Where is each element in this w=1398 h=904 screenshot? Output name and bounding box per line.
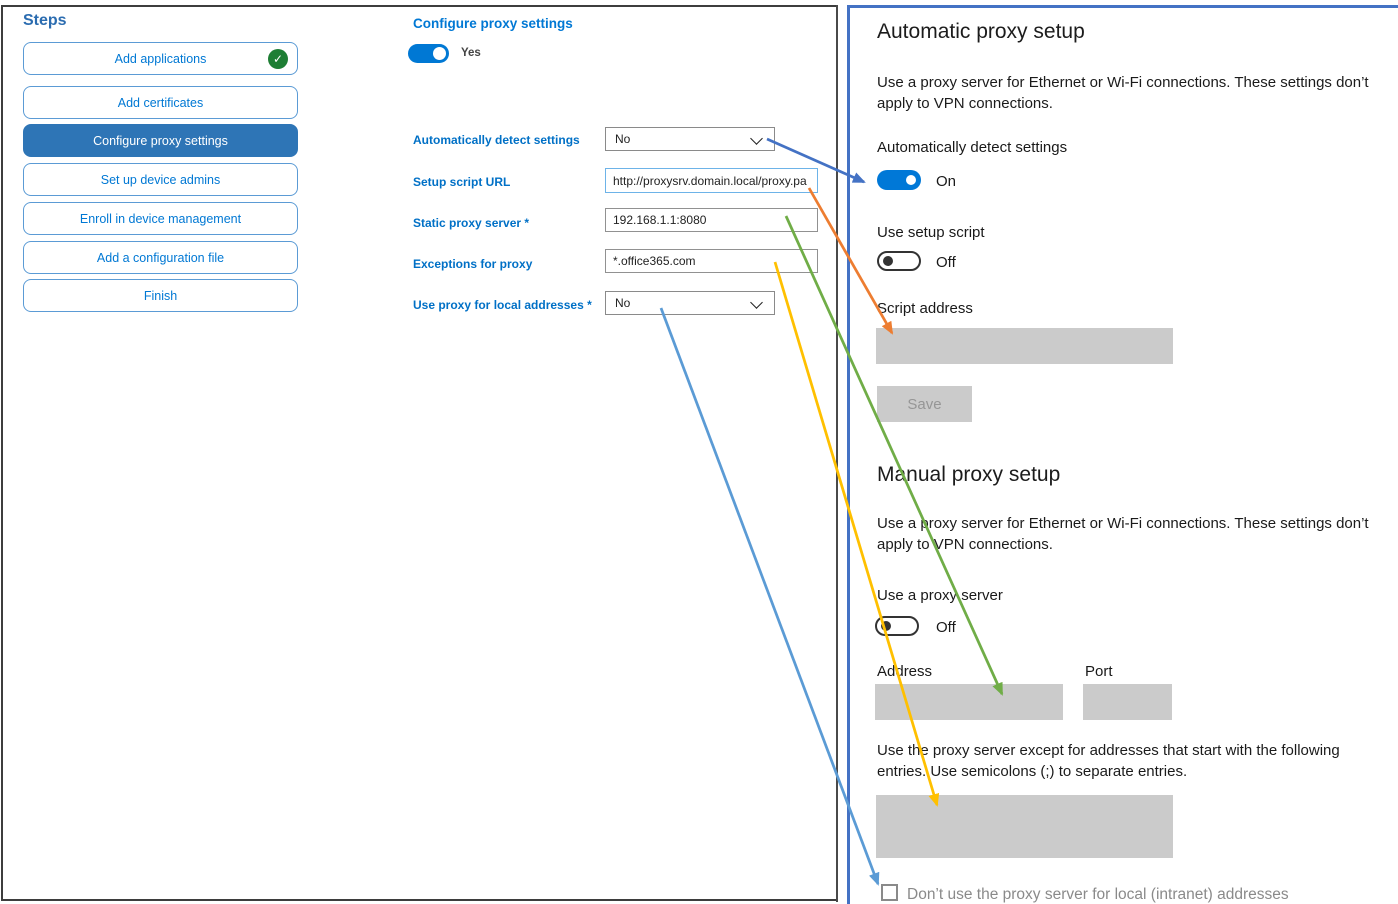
- completed-check-icon: ✓: [268, 49, 288, 69]
- static-proxy-server-input[interactable]: 192.168.1.1:8080: [605, 208, 818, 232]
- sidebar-item-label: Enroll in device management: [79, 211, 242, 226]
- page-title: Configure proxy settings: [413, 16, 573, 31]
- local-addresses-checkbox[interactable]: [881, 884, 898, 901]
- use-proxy-server-toggle-state: Off: [936, 619, 956, 636]
- sidebar-item-label: Add applications: [114, 51, 207, 66]
- port-label: Port: [1085, 663, 1113, 680]
- window-divider: [836, 5, 838, 902]
- address-input[interactable]: [875, 684, 1063, 720]
- proxy-exceptions-textarea[interactable]: [876, 795, 1173, 858]
- sidebar-item-enroll-in-device-management[interactable]: Enroll in device management: [23, 202, 298, 235]
- sidebar-item-label: Configure proxy settings: [93, 133, 228, 148]
- auto-detect-toggle[interactable]: [877, 170, 921, 190]
- script-address-label: Script address: [877, 300, 973, 317]
- toggle-knob: [906, 175, 916, 185]
- manual-proxy-setup-title: Manual proxy setup: [877, 463, 1061, 486]
- auto-detect-label: Automatically detect settings: [413, 133, 580, 147]
- port-input[interactable]: [1083, 684, 1172, 720]
- use-proxy-local-select[interactable]: No: [605, 291, 775, 315]
- chevron-down-icon: [750, 132, 763, 145]
- auto-detect-select[interactable]: No: [605, 127, 775, 151]
- exceptions-for-proxy-input[interactable]: *.office365.com: [605, 249, 818, 273]
- local-addresses-checkbox-label: Don’t use the proxy server for local (in…: [907, 886, 1289, 903]
- sidebar-item-label: Finish: [143, 288, 178, 303]
- sidebar-item-label: Add certificates: [117, 95, 204, 110]
- proxy-exceptions-help: Use the proxy server except for addresse…: [877, 742, 1340, 780]
- select-value: No: [615, 296, 631, 310]
- script-address-input[interactable]: [876, 328, 1173, 364]
- configure-proxy-toggle-state: Yes: [461, 47, 481, 59]
- input-value: http://proxysrv.domain.local/proxy.pa: [613, 173, 807, 188]
- use-proxy-server-label: Use a proxy server: [877, 587, 1003, 604]
- sidebar-item-configure-proxy-settings[interactable]: Configure proxy settings: [23, 124, 298, 157]
- toggle-knob: [881, 621, 891, 631]
- sidebar-item-finish[interactable]: Finish: [23, 279, 298, 312]
- use-setup-script-toggle[interactable]: [877, 251, 921, 271]
- use-proxy-server-toggle[interactable]: [875, 616, 919, 636]
- frame-left-border: [1, 5, 3, 901]
- input-value: 192.168.1.1:8080: [613, 213, 707, 227]
- automatic-proxy-setup-title: Automatic proxy setup: [877, 20, 1085, 43]
- toggle-knob: [883, 256, 893, 266]
- sidebar-item-add-a-configuration-file[interactable]: Add a configuration file: [23, 241, 298, 274]
- sidebar-item-set-up-device-admins[interactable]: Set up device admins: [23, 163, 298, 196]
- exceptions-for-proxy-label: Exceptions for proxy: [413, 257, 533, 271]
- steps-title: Steps: [23, 12, 67, 29]
- local-addresses-mapping-arrow: [659, 307, 880, 886]
- setup-script-url-input[interactable]: http://proxysrv.domain.local/proxy.pa: [605, 168, 818, 193]
- manual-proxy-description: Use a proxy server for Ethernet or Wi-Fi…: [877, 515, 1369, 553]
- address-label: Address: [877, 663, 933, 680]
- frame-top-border: [1, 5, 837, 7]
- select-value: No: [615, 132, 631, 146]
- auto-detect-toggle-state: On: [936, 173, 957, 190]
- automatic-proxy-description: Use a proxy server for Ethernet or Wi-Fi…: [877, 74, 1369, 112]
- toggle-knob: [433, 47, 446, 60]
- save-button-label: Save: [907, 395, 942, 413]
- save-button[interactable]: Save: [877, 386, 972, 422]
- sidebar-item-label: Set up device admins: [100, 172, 221, 187]
- chevron-down-icon: [750, 296, 763, 309]
- sidebar-item-add-certificates[interactable]: Add certificates: [23, 86, 298, 119]
- auto-detect-settings-label: Automatically detect settings: [877, 139, 1068, 156]
- sidebar-item-add-applications[interactable]: Add applications ✓: [23, 42, 298, 75]
- use-setup-script-toggle-state: Off: [936, 254, 956, 271]
- configure-proxy-toggle[interactable]: [408, 44, 449, 63]
- setup-script-url-label: Setup script URL: [413, 175, 511, 189]
- frame-bottom-border: [1, 899, 838, 901]
- use-setup-script-label: Use setup script: [877, 224, 985, 241]
- static-proxy-server-label: Static proxy server *: [413, 216, 530, 230]
- sidebar-item-label: Add a configuration file: [96, 250, 225, 265]
- input-value: *.office365.com: [613, 254, 696, 268]
- use-proxy-local-label: Use proxy for local addresses *: [413, 298, 592, 312]
